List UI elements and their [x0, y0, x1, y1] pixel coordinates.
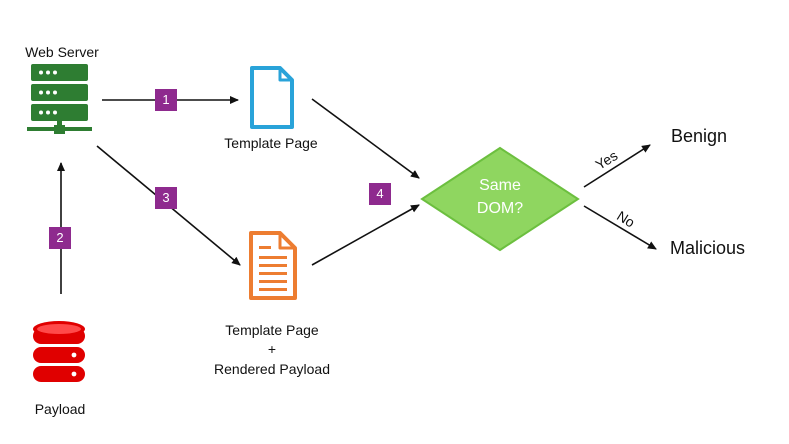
database-icon: [33, 321, 85, 382]
server-icon: [27, 64, 92, 134]
document-lines-icon: [249, 231, 297, 300]
step-badge-1: 1: [155, 89, 177, 111]
arrow-4: [311, 204, 420, 266]
document-icon: [250, 66, 294, 129]
decision-label-line1: Same: [479, 177, 521, 194]
step-badge-2: 2: [49, 227, 71, 249]
template-rendered-label-line1: Template Page: [225, 322, 319, 338]
benign-label: Benign: [671, 126, 728, 146]
payload-label: Payload: [34, 401, 86, 417]
template-rendered-label-line2: Rendered Payload: [214, 361, 330, 377]
malicious-label: Malicious: [670, 238, 746, 258]
arrow-yes: [583, 144, 651, 188]
decision-label-line2: DOM?: [476, 200, 524, 217]
template-rendered-plus: +: [267, 341, 277, 357]
web-server-label: Web Server: [25, 44, 99, 60]
step-badge-4: 4: [369, 183, 391, 205]
arrow-no: [583, 205, 657, 250]
arrow-template-to-decision: [311, 98, 420, 179]
step-badge-3: 3: [155, 187, 177, 209]
template-page-label: Template Page: [224, 135, 318, 151]
decision-diamond: [420, 146, 580, 252]
